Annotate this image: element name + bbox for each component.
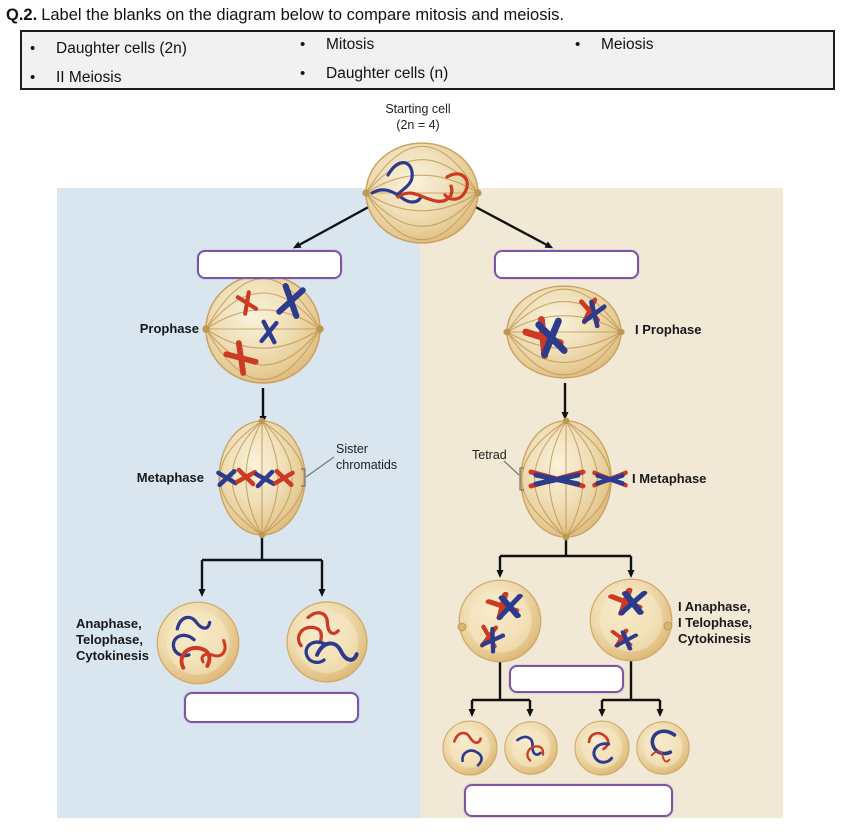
word-bank-label: Daughter cells (2n) xyxy=(56,40,187,57)
word-bank-item-meiosis: • Meiosis xyxy=(575,35,654,55)
blank-daughter-cells-2n[interactable] xyxy=(184,692,359,723)
meiosis-ii-branch-right xyxy=(602,661,660,702)
anaphase-telophase-cytokinesis-label: Anaphase, Telophase, Cytokinesis xyxy=(76,616,149,663)
flow-arrows xyxy=(198,202,664,717)
word-bank-item-mitosis: • Mitosis xyxy=(300,35,374,55)
tetrad-label: Tetrad xyxy=(472,448,507,462)
bullet-icon: • xyxy=(30,40,36,57)
word-bank xyxy=(20,30,835,90)
i-metaphase-label: I Metaphase xyxy=(632,471,707,486)
bullet-icon: • xyxy=(300,36,306,53)
meiosis-anaphase-cell-left xyxy=(457,579,542,663)
arrow-to-mitosis xyxy=(292,202,375,249)
word-bank-label: II Meiosis xyxy=(56,69,122,86)
mitosis-meiosis-diagram: Starting cell (2n = 4) Prophase Metaphas… xyxy=(0,100,856,838)
question-number: Q.2. xyxy=(6,6,38,24)
bullet-icon: • xyxy=(300,65,306,82)
arrow-to-meiosis xyxy=(469,202,554,249)
starting-cell xyxy=(361,142,483,244)
word-bank-label: Daughter cells (n) xyxy=(326,65,449,82)
word-bank-label: Mitosis xyxy=(326,36,375,53)
bullet-icon: • xyxy=(30,69,36,86)
diagram-graphics xyxy=(57,142,783,818)
word-bank-item-ii-meiosis: • II Meiosis xyxy=(30,68,121,88)
question-title: Q.2.Label the blanks on the diagram belo… xyxy=(6,4,564,26)
mitosis-metaphase-cell xyxy=(218,417,335,539)
meiosis-anaphase-cell-right xyxy=(589,578,673,662)
bullet-icon: • xyxy=(575,36,581,53)
blank-mitosis[interactable] xyxy=(197,250,342,279)
blank-ii-meiosis[interactable] xyxy=(509,665,624,693)
sister-chromatids-label: Sister chromatids xyxy=(336,442,398,472)
word-bank-item-daughter-cells-2n: • Daughter cells (2n) xyxy=(30,39,187,59)
metaphase-label: Metaphase xyxy=(136,470,204,485)
tetrad-pointer xyxy=(503,460,524,491)
word-bank-label: Meiosis xyxy=(601,36,654,53)
meiosis-ii-branch-left xyxy=(472,662,530,702)
question-text: Label the blanks on the diagram below to… xyxy=(41,6,564,24)
blank-meiosis[interactable] xyxy=(494,250,639,279)
mitosis-branch xyxy=(202,535,322,562)
word-bank-item-daughter-cells-n: • Daughter cells (n) xyxy=(300,64,448,84)
blank-daughter-cells-n[interactable] xyxy=(464,784,673,817)
i-anaphase-telophase-cytokinesis-label: I Anaphase, I Telophase, Cytokinesis xyxy=(678,599,753,646)
i-prophase-label: I Prophase xyxy=(635,322,702,337)
mitosis-daughter-cell-left xyxy=(156,601,240,685)
prophase-label: Prophase xyxy=(139,321,199,336)
meiosis-metaphase-cell xyxy=(503,416,626,542)
sister-chromatids-pointer xyxy=(301,456,335,487)
starting-cell-label: Starting cell (2n = 4) xyxy=(385,102,451,132)
mitosis-daughter-cell-right xyxy=(286,601,368,683)
